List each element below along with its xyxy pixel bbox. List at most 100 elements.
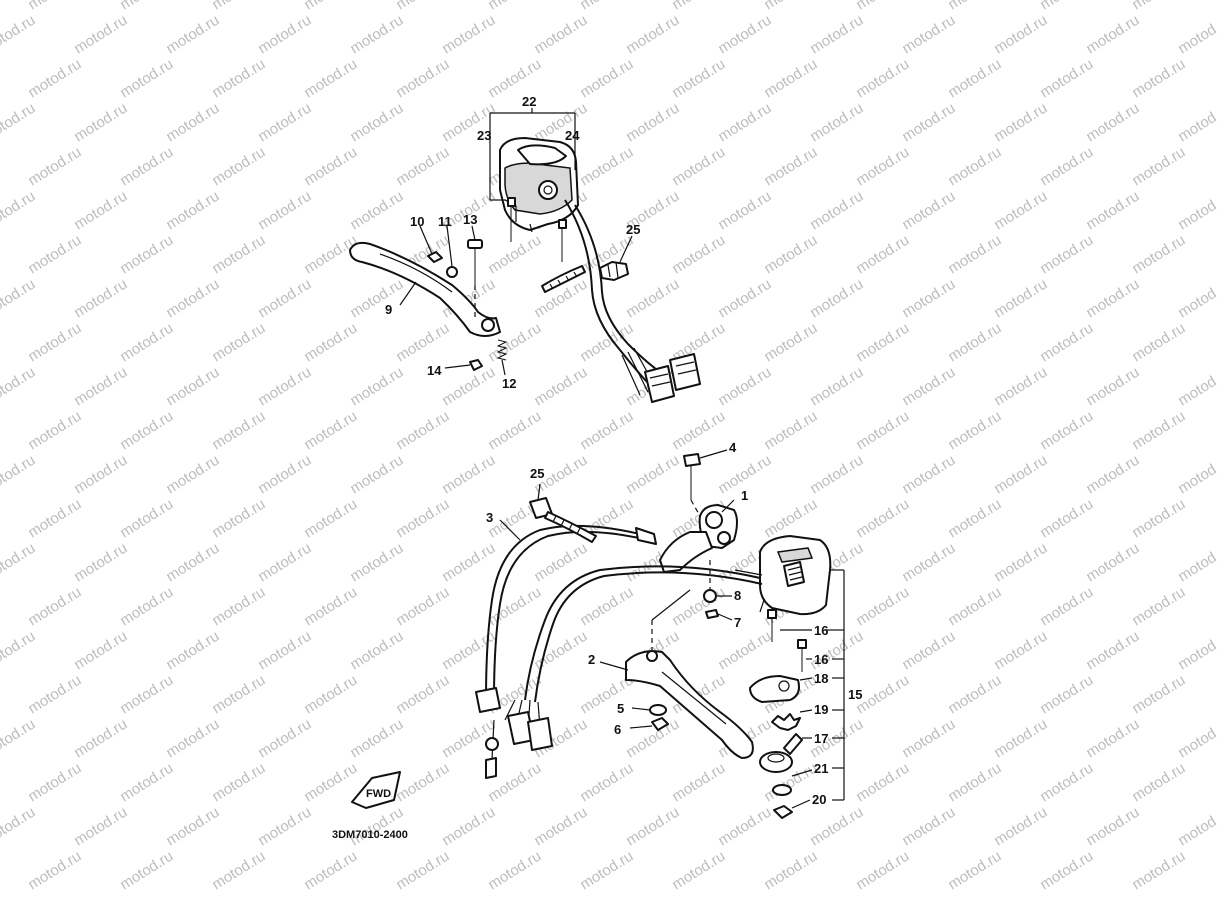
watermark-text: motod.ru xyxy=(301,848,360,894)
watermark-text: motod.ru xyxy=(163,804,222,850)
watermark-text: motod.ru xyxy=(577,848,636,894)
watermark-text: motod.ru xyxy=(255,804,314,850)
watermark-text: motod.ru xyxy=(945,760,1004,806)
watermark-text: motod.ru xyxy=(899,452,958,498)
watermark-text: motod.ru xyxy=(899,100,958,146)
watermark-text: motod.ru xyxy=(301,320,360,366)
watermark-text: motod.ru xyxy=(1083,364,1142,410)
watermark-text: motod.ru xyxy=(209,320,268,366)
watermark-text: motod.ru xyxy=(1129,584,1188,630)
watermark-text: motod.ru xyxy=(531,364,590,410)
callout-16-a: 16 xyxy=(814,623,828,638)
switch-screws xyxy=(507,197,567,262)
watermark-text: motod.ru xyxy=(853,232,912,278)
watermark-text: motod.ru xyxy=(71,452,130,498)
callout-18: 18 xyxy=(814,671,828,686)
watermark-text: motod.ru xyxy=(301,584,360,630)
watermark-text: motod.ru xyxy=(25,0,84,13)
watermark-text: motod.ru xyxy=(25,584,84,630)
watermark-text: motod.ru xyxy=(393,56,452,102)
watermark-text: motod.ru xyxy=(1175,100,1217,146)
watermark-text: motod.ru xyxy=(439,540,498,586)
watermark-text: motod.ru xyxy=(853,56,912,102)
watermark-text: motod.ru xyxy=(899,188,958,234)
watermark-text: motod.ru xyxy=(393,408,452,454)
watermark-text: motod.ru xyxy=(301,144,360,190)
watermark-text: motod.ru xyxy=(991,716,1050,762)
watermark-text: motod.ru xyxy=(255,188,314,234)
watermark-text: motod.ru xyxy=(853,144,912,190)
watermark-text: motod.ru xyxy=(623,100,682,146)
watermark-text: motod.ru xyxy=(1037,56,1096,102)
watermark-text: motod.ru xyxy=(163,188,222,234)
watermark-text: motod.ru xyxy=(1083,188,1142,234)
watermark-text: motod.ru xyxy=(347,276,406,322)
watermark-text: motod.ru xyxy=(117,496,176,542)
top-assembly: 22 23 24 10 11 13 25 9 14 12 xyxy=(349,94,701,403)
watermark-text: motod.ru xyxy=(1083,452,1142,498)
switch-wire-harness xyxy=(564,199,701,403)
watermark-text: motod.ru xyxy=(1129,320,1188,366)
watermark-text: motod.ru xyxy=(899,364,958,410)
watermark-text: motod.ru xyxy=(117,672,176,718)
callout-22: 22 xyxy=(522,94,536,109)
watermark-text: motod.ru xyxy=(71,804,130,850)
watermark-text: motod.ru xyxy=(1037,584,1096,630)
watermark-text: motod.ru xyxy=(1175,716,1217,762)
watermark-text: motod.ru xyxy=(531,804,590,850)
cable-band-upper xyxy=(541,261,629,293)
watermark-text: motod.ru xyxy=(117,760,176,806)
fwd-arrow: FWD xyxy=(351,771,401,809)
watermark-text: motod.ru xyxy=(899,628,958,674)
watermark-text: motod.ru xyxy=(393,584,452,630)
watermark-text: motod.ru xyxy=(761,848,820,894)
watermark-text: motod.ru xyxy=(255,276,314,322)
watermark-text: motod.ru xyxy=(761,144,820,190)
watermark-text: motod.ru xyxy=(669,584,728,630)
watermark-text: motod.ru xyxy=(1037,496,1096,542)
watermark-text: motod.ru xyxy=(761,408,820,454)
watermark-text: motod.ru xyxy=(393,144,452,190)
watermark-text: motod.ru xyxy=(577,144,636,190)
watermark-text: motod.ru xyxy=(669,848,728,894)
watermark-text: motod.ru xyxy=(945,144,1004,190)
cable-band-lower xyxy=(529,483,597,543)
watermark-text: motod.ru xyxy=(255,452,314,498)
watermark-text: motod.ru xyxy=(1175,540,1217,586)
watermark-text: motod.ru xyxy=(991,276,1050,322)
lever-hardware xyxy=(427,239,508,371)
watermark-text: motod.ru xyxy=(1037,0,1096,13)
watermark-text: motod.ru xyxy=(0,188,38,234)
screws-16 xyxy=(767,609,844,672)
watermark-text: motod.ru xyxy=(1175,452,1217,498)
watermark-text: motod.ru xyxy=(71,276,130,322)
watermark-text: motod.ru xyxy=(25,672,84,718)
watermark-text: motod.ru xyxy=(1129,760,1188,806)
watermark-text: motod.ru xyxy=(945,320,1004,366)
watermark-text: motod.ru xyxy=(71,364,130,410)
watermark-text: motod.ru xyxy=(0,452,38,498)
watermark-text: motod.ru xyxy=(439,628,498,674)
watermark-text: motod.ru xyxy=(255,540,314,586)
watermark-text: motod.ru xyxy=(163,12,222,58)
watermark-text: motod.ru xyxy=(163,540,222,586)
watermark-text: motod.ru xyxy=(255,100,314,146)
watermark-text: motod.ru xyxy=(209,672,268,718)
watermark-text: motod.ru xyxy=(0,12,38,58)
watermark-text: motod.ru xyxy=(117,0,176,13)
watermark-text: motod.ru xyxy=(1083,628,1142,674)
watermark-text: motod.ru xyxy=(1129,232,1188,278)
watermark-text: motod.ru xyxy=(163,628,222,674)
watermark-text: motod.ru xyxy=(1175,12,1217,58)
callout-2: 2 xyxy=(588,652,595,667)
callout-23: 23 xyxy=(477,128,491,143)
watermark-text: motod.ru xyxy=(347,452,406,498)
watermark-text: motod.ru xyxy=(209,144,268,190)
watermark-text: motod.ru xyxy=(117,56,176,102)
callout-3: 3 xyxy=(486,510,493,525)
watermark-text: motod.ru xyxy=(899,804,958,850)
watermark-text: motod.ru xyxy=(991,12,1050,58)
watermark-text: motod.ru xyxy=(347,188,406,234)
watermark-text: motod.ru xyxy=(669,760,728,806)
watermark-text: motod.ru xyxy=(1083,804,1142,850)
